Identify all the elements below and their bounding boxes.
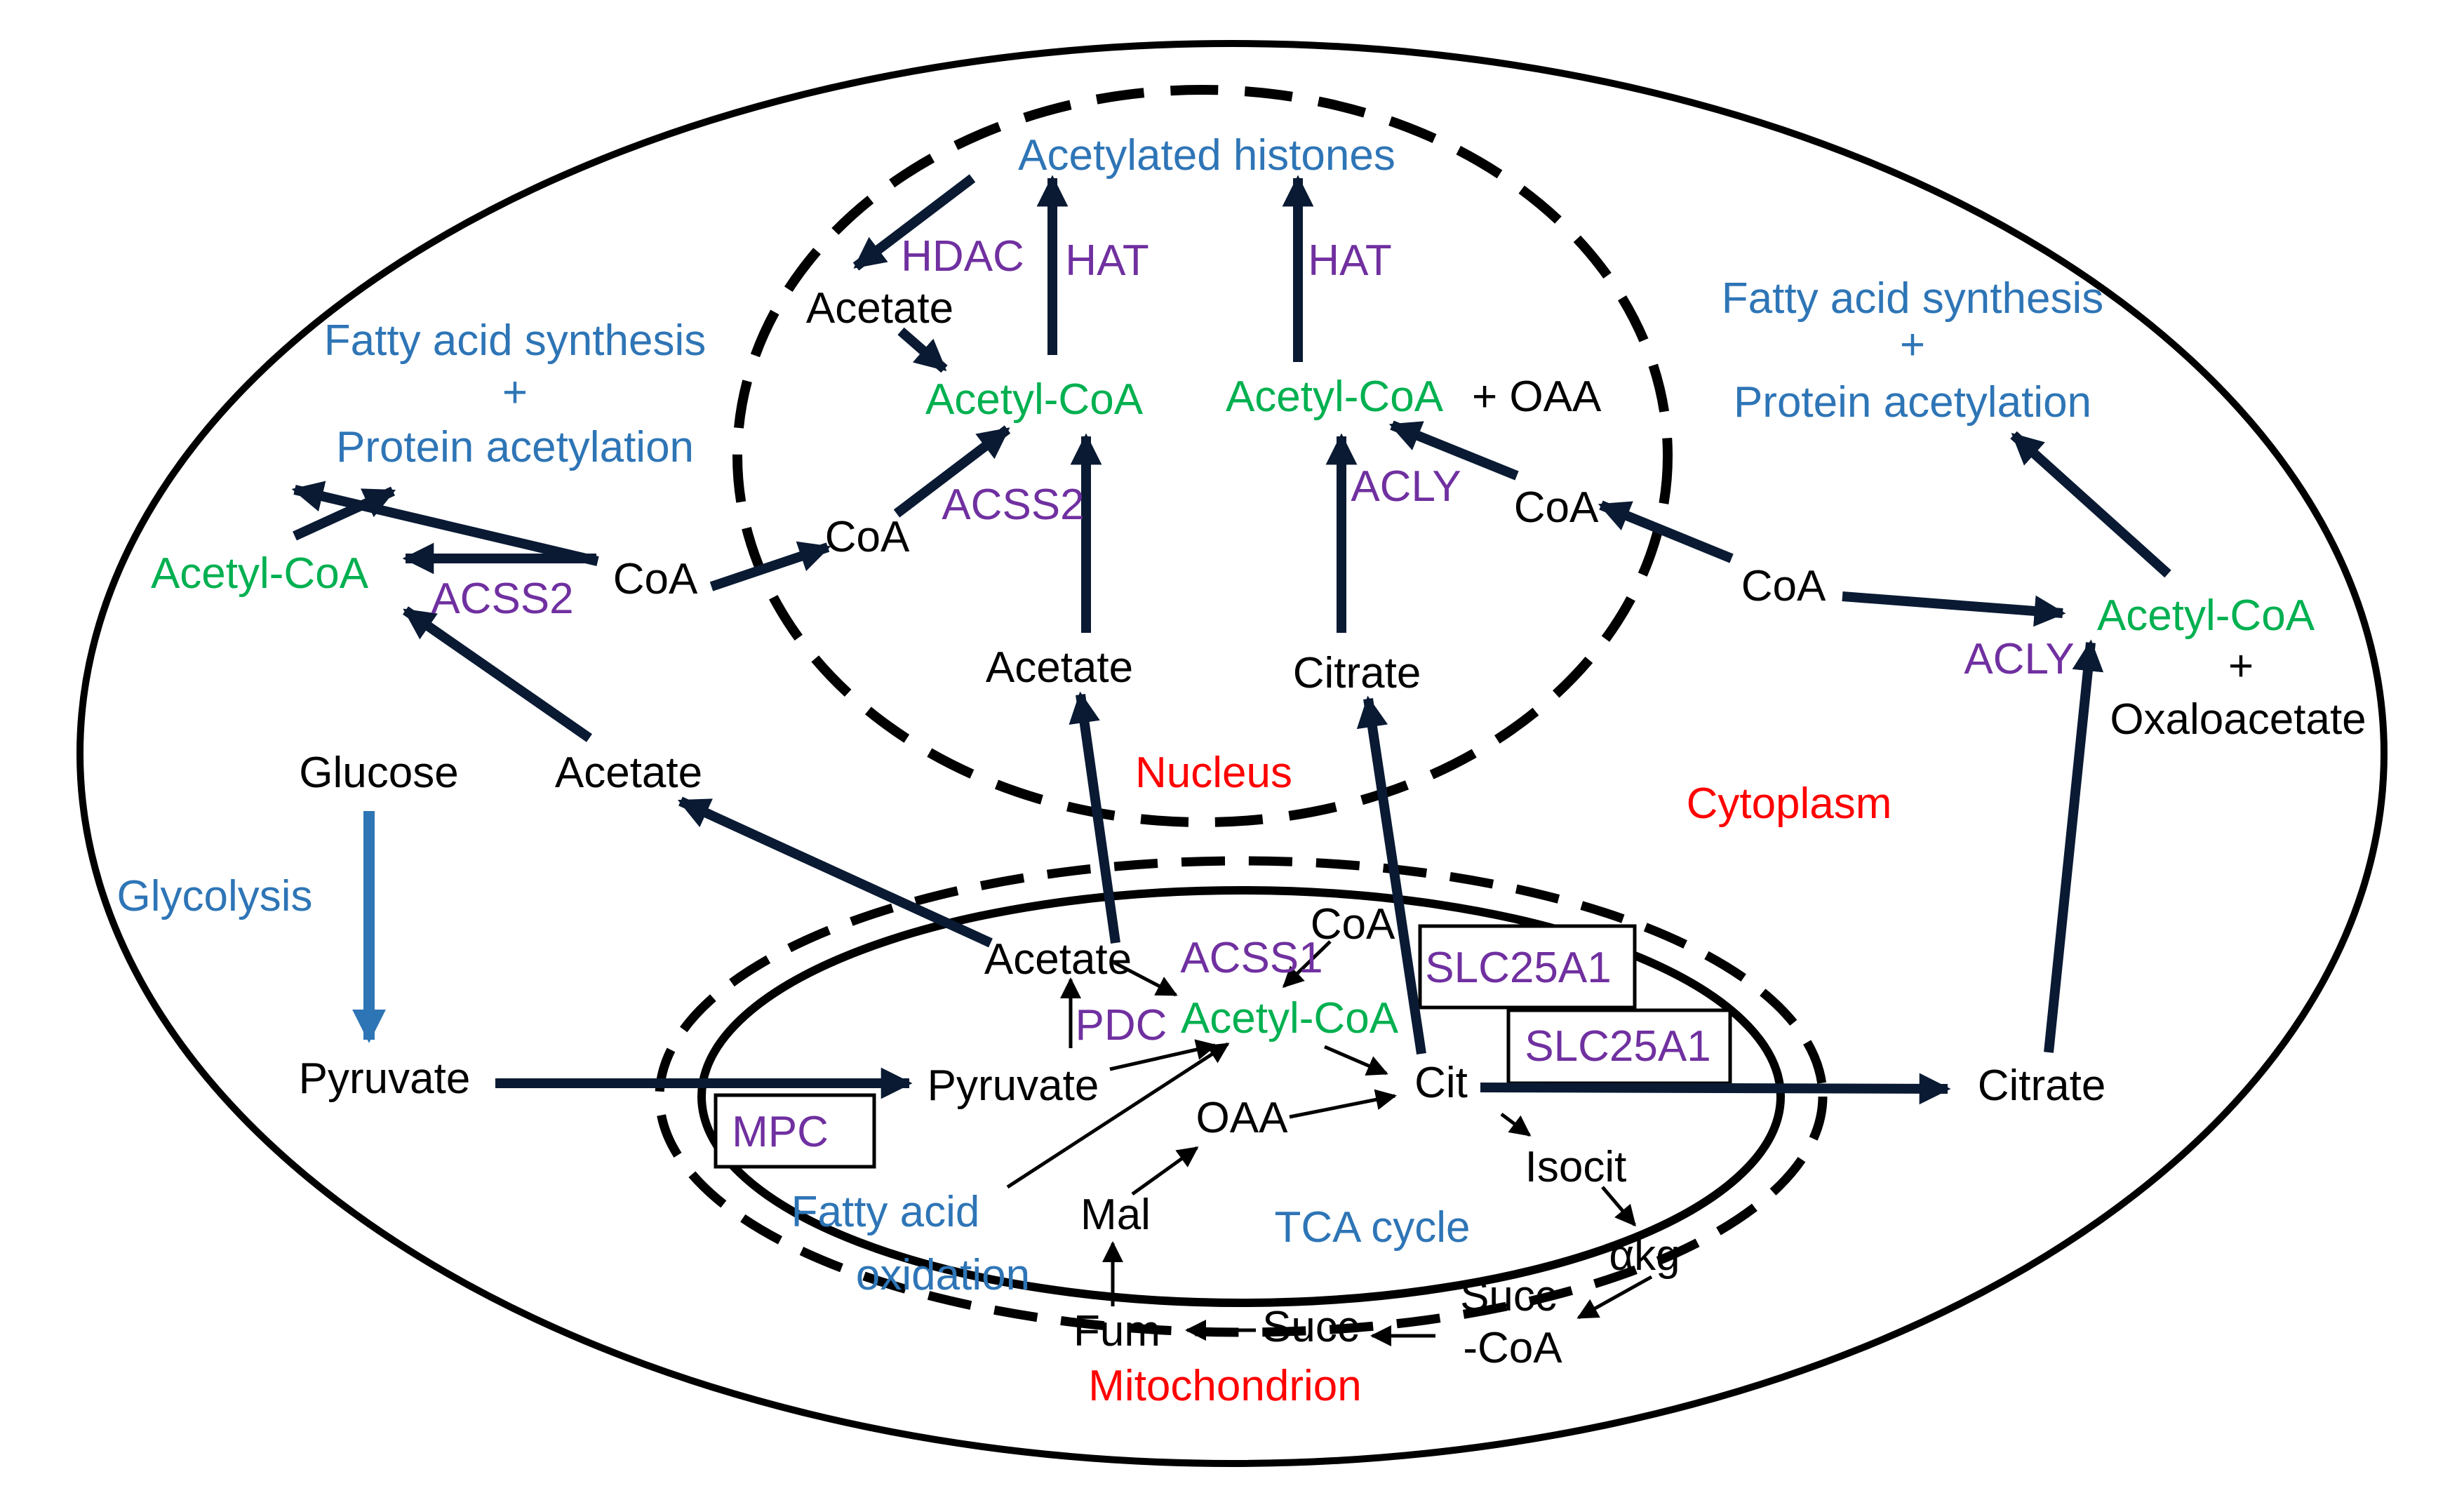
mito-acetyl-coa: Acetyl-CoA (1181, 994, 1399, 1043)
right-plus-2: + (2228, 642, 2254, 690)
mpc-transporter-box (714, 1093, 876, 1169)
mito-cit: Cit (1414, 1059, 1468, 1107)
left-coa: CoA (613, 555, 698, 603)
pdc-label: PDC (1076, 1001, 1167, 1050)
nucleus-acetate-top: Acetate (806, 284, 953, 333)
mitochondrion-label: Mitochondrion (1088, 1362, 1361, 1410)
nucleus-citrate: Citrate (1293, 649, 1421, 697)
nucleus-label: Nucleus (1135, 749, 1292, 797)
right-acetyl-coa: Acetyl-CoA (2097, 591, 2315, 640)
glucose: Glucose (299, 749, 458, 797)
right-coa: CoA (1741, 562, 1826, 610)
left-acss2-label: ACSS2 (431, 575, 573, 623)
right-plus: + (1900, 321, 1925, 369)
mito-succ-coa-line1: Succ (1460, 1272, 1557, 1320)
mito-succ-coa-line2: -CoA (1463, 1324, 1562, 1372)
cell-membrane (76, 40, 2388, 1467)
thick-arrows (291, 174, 2171, 1105)
cytoplasm-citrate: Citrate (1978, 1061, 2106, 1110)
nucleus-coa-left: CoA (825, 513, 910, 561)
mito-akg: αkg (1609, 1231, 1680, 1280)
thin-arrows (1006, 940, 1653, 1346)
cytoplasm-pyruvate: Pyruvate (299, 1054, 471, 1103)
mito-coa: CoA (1311, 900, 1395, 949)
nucleus-plus-oaa: + OAA (1472, 373, 1602, 421)
nucleus-envelope (732, 85, 1673, 827)
nucleus-acss2-label: ACSS2 (942, 481, 1084, 529)
mito-oaa: OAA (1196, 1094, 1289, 1142)
glycolysis-label: Glycolysis (116, 872, 312, 920)
mito-isocit: Isocit (1525, 1143, 1627, 1191)
slc25a1-bottom-label: SLC25A1 (1525, 1022, 1710, 1071)
mitochondrion-outer-membrane (655, 856, 1828, 1337)
mito-succ: Succ (1262, 1303, 1359, 1351)
mito-acetate: Acetate (984, 935, 1132, 984)
acss1-label: ACSS1 (1180, 934, 1323, 982)
nucleus-acetyl-coa-left: Acetyl-CoA (925, 375, 1144, 424)
tca-cycle-label: TCA cycle (1274, 1203, 1470, 1252)
left-acetyl-coa: Acetyl-CoA (151, 549, 369, 598)
mito-pyruvate: Pyruvate (928, 1061, 1099, 1110)
nucleus-acetyl-coa-right: Acetyl-CoA (1226, 373, 1444, 421)
mito-mal: Mal (1080, 1191, 1151, 1239)
nucleus-acetate-bottom: Acetate (986, 643, 1133, 692)
fatty-acid-oxidation-line2: oxidation (856, 1251, 1030, 1299)
right-acly-label: ACLY (1964, 635, 2074, 683)
left-acetate: Acetate (555, 749, 702, 797)
mpc-label: MPC (732, 1108, 829, 1156)
left-plus: + (502, 368, 528, 417)
oxaloacetate: Oxaloacetate (2110, 695, 2366, 744)
slc25a1-bottom-box (1506, 1008, 1732, 1085)
mito-fum: Fum (1073, 1307, 1160, 1355)
hat-left-label: HAT (1065, 236, 1149, 285)
fatty-acid-oxidation-line1: Fatty acid (791, 1188, 980, 1236)
acetylated-histones: Acetylated histones (1018, 131, 1395, 180)
hdac-label: HDAC (901, 232, 1024, 281)
cytoplasm-label: Cytoplasm (1687, 779, 1892, 828)
left-protein-acetylation: Protein acetylation (336, 423, 694, 471)
left-fatty-acid-synthesis: Fatty acid synthesis (324, 316, 706, 365)
nucleus-coa-right: CoA (1514, 483, 1599, 532)
slc25a1-top-label: SLC25A1 (1425, 944, 1611, 992)
mitochondrion-inner-membrane (697, 886, 1785, 1307)
right-protein-acetylation: Protein acetylation (1734, 378, 2091, 427)
slc25a1-top-box (1418, 924, 1637, 1010)
hat-right-label: HAT (1308, 236, 1391, 285)
right-fatty-acid-synthesis: Fatty acid synthesis (1722, 274, 2103, 323)
nucleus-acly-label: ACLY (1351, 462, 1461, 511)
